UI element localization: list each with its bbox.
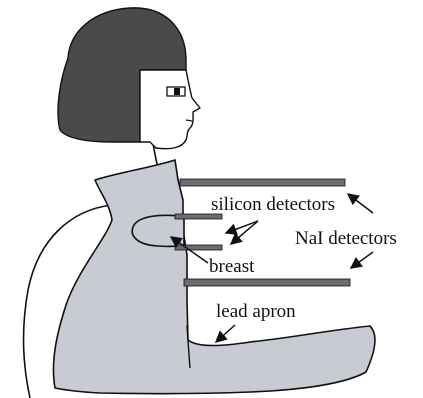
breast-shape — [132, 215, 184, 246]
nai-detector-bottom — [184, 279, 350, 286]
arrow-silicon-to-detector-b — [231, 221, 258, 244]
pupil — [174, 88, 180, 95]
arrow-silicon-to-detector-a — [226, 221, 258, 233]
arrow-nai-to-top-detector — [348, 194, 373, 213]
lead-apron-label: lead apron — [216, 301, 296, 322]
arrow-nai-to-bottom-detector — [351, 252, 373, 268]
arrow-lead-apron — [216, 325, 235, 342]
breast-label: breast — [209, 256, 255, 277]
nai-detector-top — [180, 179, 345, 186]
nai-detectors-label: NaI detectors — [295, 228, 397, 249]
face-profile — [140, 70, 200, 149]
silicon-detector-bottom — [175, 245, 222, 250]
silicon-detectors-label: silicon detectors — [211, 194, 335, 215]
